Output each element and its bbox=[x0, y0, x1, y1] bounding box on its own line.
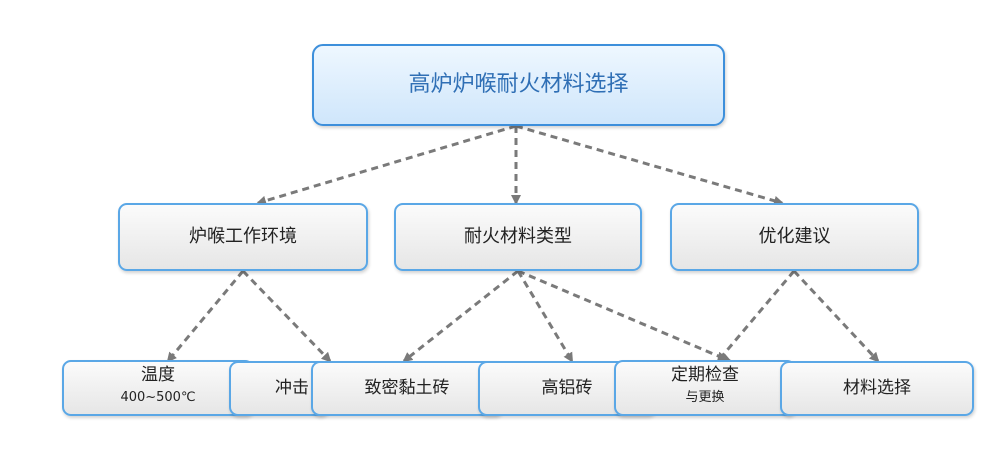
branch-label-env: 炉喉工作环境 bbox=[189, 225, 297, 247]
leaf-label-temp: 温度 bbox=[141, 364, 175, 385]
root-node[interactable]: 高炉炉喉耐火材料选择 bbox=[312, 44, 725, 126]
root-label: 高炉炉喉耐火材料选择 bbox=[408, 72, 629, 98]
leaf-label-inspect: 定期检查 bbox=[671, 364, 739, 385]
leaf-label-select: 材料选择 bbox=[843, 377, 911, 398]
edge-type-to-clay bbox=[402, 269, 519, 363]
branch-node-env[interactable]: 炉喉工作环境 bbox=[118, 203, 368, 271]
leaf-label-clay: 致密黏土砖 bbox=[364, 377, 450, 398]
leaf-node-inspect[interactable]: 定期检查 与更换 bbox=[614, 360, 796, 416]
leaf-label-impact: 冲击 bbox=[275, 377, 309, 398]
branch-node-adv[interactable]: 优化建议 bbox=[670, 203, 919, 271]
leaf-node-temp[interactable]: 温度 400~500℃ bbox=[62, 360, 254, 416]
leaf-sublabel-temp: 400~500℃ bbox=[120, 390, 196, 406]
leaf-label-alumina: 高铝砖 bbox=[541, 377, 593, 398]
leaf-sublabel-inspect: 与更换 bbox=[685, 390, 725, 406]
edge-root-to-env bbox=[256, 124, 517, 206]
leaf-node-select[interactable]: 材料选择 bbox=[780, 361, 974, 416]
leaf-node-clay[interactable]: 致密黏土砖 bbox=[311, 361, 503, 416]
edge-env-to-impact bbox=[241, 269, 332, 363]
edge-adv-to-inspect bbox=[716, 270, 796, 363]
edge-type-to-inspect bbox=[517, 269, 732, 363]
edge-root-to-adv bbox=[515, 124, 784, 206]
branch-label-type: 耐火材料类型 bbox=[464, 225, 572, 247]
edge-env-to-temp bbox=[166, 270, 245, 363]
branch-node-type[interactable]: 耐火材料类型 bbox=[394, 203, 642, 271]
edge-adv-to-select bbox=[792, 269, 880, 363]
edge-type-to-alumina bbox=[516, 270, 574, 363]
branch-label-adv: 优化建议 bbox=[758, 225, 831, 247]
